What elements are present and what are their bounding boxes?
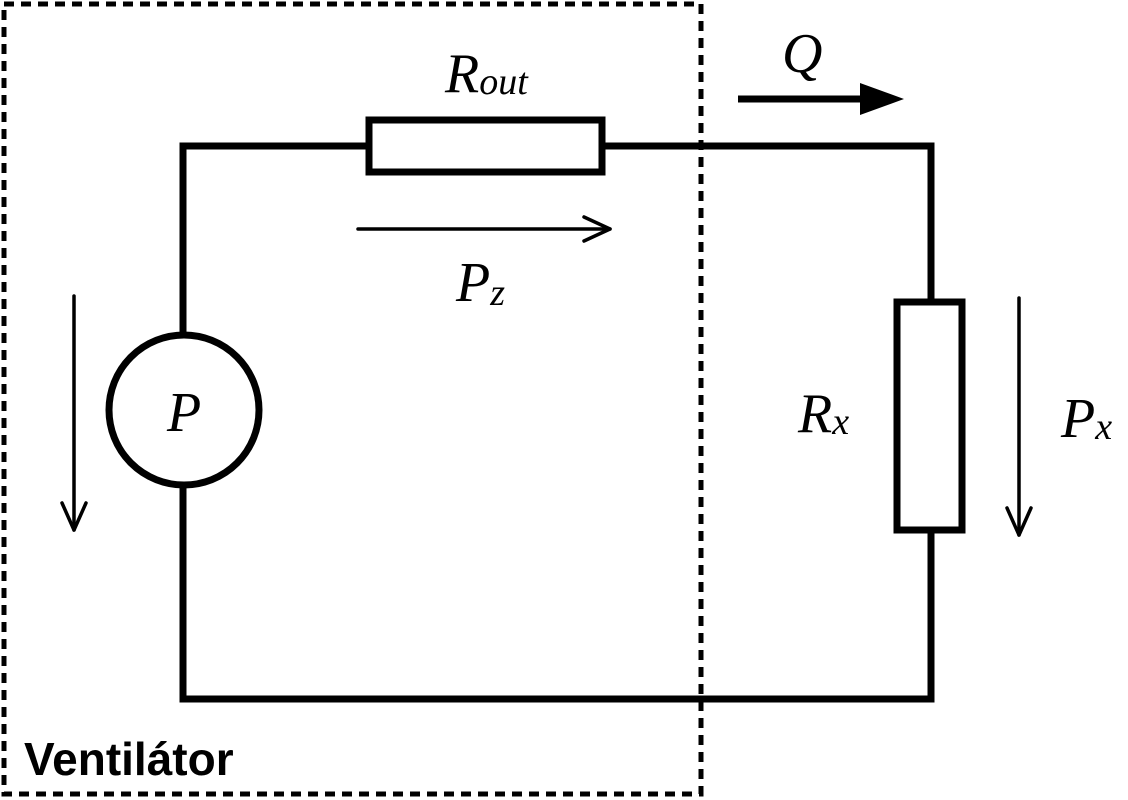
pressure-x-arrow: Px [1005,296,1112,537]
pressure-x-label: Px [1060,388,1112,450]
ventilator-boundary [1,1,704,797]
circuit-wires [179,142,935,703]
flow-label: Q [782,23,822,85]
resistor-out-label: Rout [444,43,529,105]
pressure-source-label: P [166,382,201,444]
pressure-z-label: Pz [455,252,505,314]
resistor-x: Rx [797,298,966,534]
pressure-source: P [105,331,263,489]
resistor-out: Rout [365,43,606,176]
pressure-z-arrow: Pz [356,215,612,314]
flow-arrow: Q [738,23,904,115]
resistor-x-label: Rx [797,383,849,445]
source-pressure-arrow [60,294,88,532]
ventilator-label: Ventilátor [24,733,234,785]
